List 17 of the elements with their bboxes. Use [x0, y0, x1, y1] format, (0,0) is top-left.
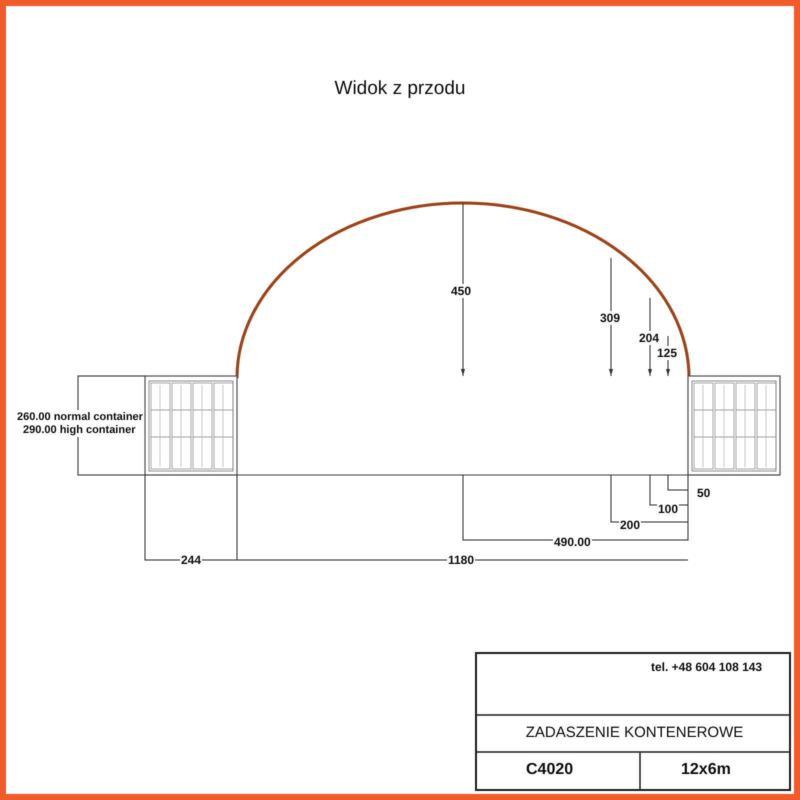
dimension-label: 450	[450, 284, 472, 298]
dimension-label: 200	[619, 518, 642, 532]
title-block-text: ZADASZENIE KONTENEROWE	[524, 726, 744, 740]
container-height-note: 260.00 normal container	[16, 410, 144, 424]
drawing-code: C4020	[525, 763, 574, 777]
dimension-label: 490.00	[553, 535, 592, 549]
dimension-label: 309	[599, 311, 622, 325]
container-height-note: 290.00 high container	[22, 423, 136, 437]
dimension-label: 125	[656, 346, 678, 360]
view-title: Widok z przodu	[334, 82, 466, 96]
phone-number: tel. +48 604 108 143	[650, 660, 764, 674]
tent-size: 12x6m	[680, 763, 732, 777]
dimension-label: 1180	[447, 553, 476, 567]
dimension-label: 204	[638, 331, 660, 345]
dimension-label: 50	[696, 486, 712, 500]
dimension-label: 100	[657, 502, 680, 516]
dimension-label: 244	[180, 553, 202, 567]
